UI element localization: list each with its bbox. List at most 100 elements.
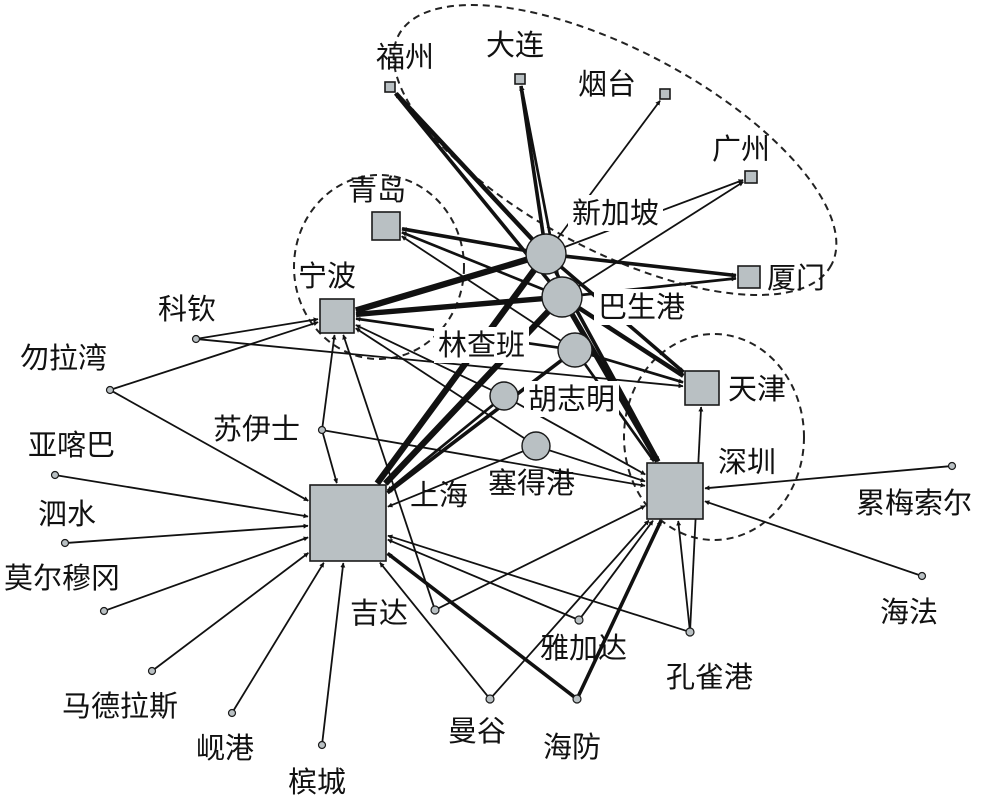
node-mormugao	[99, 606, 109, 616]
label-penang: 槟城	[288, 765, 346, 799]
edge-portsaid-to-shenzhen	[549, 449, 646, 483]
label-xiamen: 厦门	[767, 261, 825, 295]
node-chittagong	[105, 385, 115, 395]
label-chittagong: 勿拉湾	[20, 341, 107, 375]
edge-singapore-to-qingdao	[401, 227, 527, 253]
edge-singapore-to-fuzhou	[394, 91, 534, 241]
label-group-jakarta: 雅加达	[540, 631, 627, 665]
node-jakarta	[574, 615, 584, 625]
edge-klang-to-fuzhou	[394, 92, 551, 283]
node-kongque	[685, 627, 695, 637]
node-haifa	[917, 571, 927, 581]
label-jakarta: 雅加达	[540, 631, 627, 665]
label-bangkok: 曼谷	[448, 714, 506, 748]
label-fuzhou: 福州	[376, 40, 434, 74]
cluster-north-ellipse	[392, 3, 838, 297]
label-group-mormugao: 莫尔穆冈	[4, 561, 120, 595]
label-group-jeddah: 吉达	[350, 596, 408, 630]
edge-jeddah-to-shenzhen	[438, 504, 646, 610]
edge-mormugao-to-shanghai	[106, 536, 309, 611]
label-group-singapore: 新加坡	[568, 195, 664, 231]
label-group-haiphong: 海防	[543, 730, 601, 764]
label-group-madras: 马德拉斯	[62, 689, 178, 723]
edge-laemchabang-to-tianjin	[590, 353, 684, 384]
node-singapore	[525, 233, 567, 275]
node-layer	[50, 73, 957, 750]
label-qaba: 亚喀巴	[28, 428, 115, 462]
node-fuzhou	[384, 81, 396, 93]
label-portsaid: 塞得港	[488, 466, 575, 500]
edge-layer	[58, 85, 949, 742]
edge-hochiminh-to-ningbo	[355, 324, 492, 391]
node-portsaid	[521, 431, 551, 461]
label-guangzhou: 广州	[712, 132, 770, 166]
edge-suez-to-shenzhen	[325, 429, 646, 488]
label-group-guangzhou: 广州	[712, 132, 770, 166]
edge-kongque-to-shenzhen	[676, 520, 691, 629]
node-madras	[147, 666, 157, 676]
label-bg-laemchabang	[434, 327, 530, 363]
label-group-shenzhen: 深圳	[718, 445, 776, 479]
node-xiangang	[227, 708, 237, 718]
edge-haiphong-to-shenzhen	[577, 520, 663, 697]
label-suez: 苏伊士	[213, 412, 300, 446]
node-ningbo	[319, 298, 355, 334]
node-kochi	[191, 334, 201, 344]
node-suez	[317, 425, 327, 435]
label-group-ningbo: 宁波	[298, 259, 356, 293]
node-jeddah	[430, 605, 440, 615]
node-yantai	[659, 88, 671, 100]
label-group-sishui: 泗水	[38, 497, 96, 531]
label-haifa: 海法	[880, 595, 938, 629]
label-klang: 巴生港	[598, 290, 685, 324]
label-group-yantai: 烟台	[578, 67, 636, 101]
edge-suez-to-shanghai	[322, 433, 338, 484]
node-tianjin	[684, 370, 720, 406]
node-shenzhen	[646, 462, 704, 520]
edge-qaba-to-shanghai	[58, 474, 309, 519]
cluster-shenzhen-tianjin-ellipse	[623, 333, 805, 541]
edge-haifa-to-shenzhen	[704, 500, 919, 576]
label-kochi: 科钦	[158, 292, 216, 326]
label-hochiminh: 胡志明	[528, 382, 615, 416]
node-qingdao	[371, 211, 401, 241]
edge-singapore-to-xiamen	[565, 254, 737, 278]
label-group-qingdao: 青岛	[348, 173, 406, 207]
label-group-hochiminh: 胡志明	[524, 381, 620, 417]
label-madras: 马德拉斯	[62, 689, 178, 723]
label-layer: 上海深圳宁波青岛天津厦门广州福州大连烟台新加坡巴生港林查班胡志明塞得港苏伊士科钦…	[4, 28, 972, 799]
edge-jakarta-to-shanghai	[387, 538, 576, 620]
edge-bangkok-to-shanghai	[379, 562, 489, 697]
node-bangkok	[485, 694, 495, 704]
label-bg-hochiminh	[524, 381, 620, 417]
label-haiphong: 海防	[543, 730, 601, 764]
label-group-kongque: 孔雀港	[666, 660, 753, 694]
node-hochiminh	[489, 381, 519, 411]
label-group-shanghai: 上海	[410, 478, 468, 512]
edge-klang-to-qingdao	[401, 231, 545, 291]
edge-singapore-to-dalian	[519, 85, 545, 235]
label-group-dalian: 大连	[486, 28, 544, 62]
node-penang	[317, 740, 327, 750]
label-group-leimei: 累梅索尔	[856, 486, 972, 520]
edge-haiphong-to-shanghai	[386, 551, 575, 699]
label-group-portsaid: 塞得港	[488, 466, 575, 500]
node-shanghai	[309, 484, 387, 562]
edge-laemchabang-to-shenzhen	[583, 363, 656, 463]
label-bg-singapore	[568, 195, 664, 231]
label-group-penang: 槟城	[288, 765, 346, 799]
label-sishui: 泗水	[38, 497, 96, 531]
label-group-xiamen: 厦门	[767, 261, 825, 295]
label-singapore: 新加坡	[572, 196, 659, 230]
label-group-klang: 巴生港	[594, 289, 690, 325]
cluster-outlines	[293, 3, 838, 541]
label-group-xiangang: 岘港	[196, 731, 254, 765]
edge-penang-to-shanghai	[321, 562, 346, 742]
node-xiamen	[737, 265, 761, 289]
edge-klang-to-ningbo	[355, 296, 543, 318]
node-dalian	[514, 73, 526, 85]
label-group-qaba: 亚喀巴	[28, 428, 115, 462]
edge-jeddah-to-ningbo	[342, 334, 435, 607]
node-klang	[541, 276, 583, 318]
